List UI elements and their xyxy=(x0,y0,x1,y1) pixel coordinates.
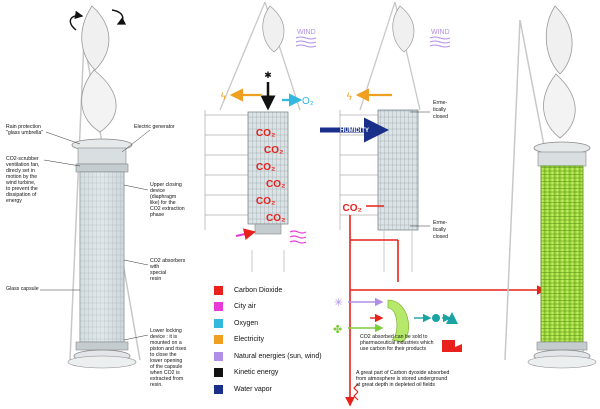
legend-label: City air xyxy=(234,303,256,310)
hermetically-closed-bottom-label: Erme- tically closed xyxy=(433,220,449,240)
glass-capsule-label: Glass capsule xyxy=(6,286,39,292)
co2-flow xyxy=(345,215,547,407)
turbine-blade xyxy=(543,73,576,139)
legend-swatch xyxy=(214,318,223,328)
co2-column-labels: CO₂ CO₂ CO₂ CO₂ CO₂ CO₂ xyxy=(256,128,285,224)
rotation-arrow-icon xyxy=(69,10,84,31)
plant-icon: ✤ xyxy=(333,323,342,336)
legend-item: Electricity xyxy=(214,334,264,346)
legend-swatch xyxy=(214,384,223,394)
co2-scrubber-label: CO2-scrubber ventilation fan, direcly se… xyxy=(6,156,41,204)
co2-underground-label: A great part of Carbon dyoxide absorbed … xyxy=(356,370,451,388)
wind-icon xyxy=(295,36,317,48)
svg-text:CO₂: CO₂ xyxy=(256,162,275,173)
flask-icon xyxy=(446,312,458,324)
wind-icon xyxy=(429,36,451,48)
tower-3: WIND ϟ HUMIDITY Erme- tically closed Erm… xyxy=(320,1,451,272)
upper-closing-device-label: Upper closing device (diaphragm like) fo… xyxy=(150,182,186,218)
legend-swatch xyxy=(214,335,223,344)
algae-reactor-icon xyxy=(387,299,409,343)
legend-item: Kinetic energy xyxy=(214,367,278,379)
legend-label: Kinetic energy xyxy=(234,369,279,376)
legend-swatch xyxy=(214,368,223,377)
turbine-blade xyxy=(392,5,415,53)
o2-label: O₂ xyxy=(302,96,314,107)
electric-generator-label: Electric generator xyxy=(134,124,175,130)
legend-swatch xyxy=(214,302,223,311)
legend-item: Carbon Dioxide xyxy=(214,284,282,296)
wind-label: WIND xyxy=(297,29,316,36)
molecule-icon xyxy=(432,314,440,322)
legend-swatch xyxy=(214,285,223,295)
co2-out-label: CO₂ xyxy=(343,203,362,214)
electricity-icon: ϟ xyxy=(220,92,227,103)
turbine-blade xyxy=(81,69,117,133)
legend-swatch xyxy=(214,351,223,361)
legend-label: Electricity xyxy=(234,336,264,343)
sun-icon: ✳ xyxy=(334,296,343,309)
city-air-icon xyxy=(289,230,307,244)
city-air-arrow xyxy=(235,228,256,241)
legend-item: Natural energies (sun, wind) xyxy=(214,350,322,362)
humidity-label: HUMIDITY xyxy=(340,128,369,134)
factory-icon xyxy=(442,340,462,352)
tower-1: Rain protection "glass umbrella" Electri… xyxy=(6,5,188,388)
rain-protection-label: Rain protection "glass umbrella" xyxy=(6,124,43,136)
tower-2: ✱ WIND ϟ O₂ CO₂ CO₂ CO₂ CO₂ CO₂ CO₂ xyxy=(204,1,317,272)
wind-label: WIND xyxy=(431,29,450,36)
legend-item: Water vapor xyxy=(214,383,272,395)
legend-label: Natural energies (sun, wind) xyxy=(234,352,322,360)
svg-text:CO₂: CO₂ xyxy=(256,196,275,207)
co2-absorbers-label: CO2 absorbers with special resin xyxy=(150,258,187,282)
lower-locking-device xyxy=(75,341,129,351)
legend-item: City air xyxy=(214,301,256,313)
svg-text:CO₂: CO₂ xyxy=(264,145,283,156)
turbine-blade xyxy=(81,5,110,71)
co2-sold-label: CO2 absorbed can be sold to pharmaceutic… xyxy=(360,334,435,352)
legend-label: Carbon Dioxide xyxy=(234,286,283,294)
svg-text:CO₂: CO₂ xyxy=(266,213,285,224)
turbine-blade xyxy=(262,5,285,53)
glass-capsule xyxy=(247,111,289,225)
rotation-arrow-icon xyxy=(111,9,127,25)
legend-item: Oxygen xyxy=(214,317,258,329)
green-resin-capsule xyxy=(540,165,584,343)
lower-locking-device-label: Lower locking device : it is mounted on … xyxy=(150,328,188,388)
svg-text:CO₂: CO₂ xyxy=(256,128,275,139)
turbine-blade xyxy=(545,5,573,75)
fan-icon: ✱ xyxy=(264,71,272,81)
svg-text:CO₂: CO₂ xyxy=(266,179,285,190)
hermetically-closed-top-label: Erme- tically closed xyxy=(433,100,449,120)
process-icons: ✳ ✤ xyxy=(333,296,462,352)
legend-label: Water vapor xyxy=(234,385,272,393)
legend-label: Oxygen xyxy=(234,319,259,327)
tower-4 xyxy=(504,5,597,369)
electric-generator xyxy=(77,147,127,165)
electricity-icon: ϟ xyxy=(346,92,353,103)
